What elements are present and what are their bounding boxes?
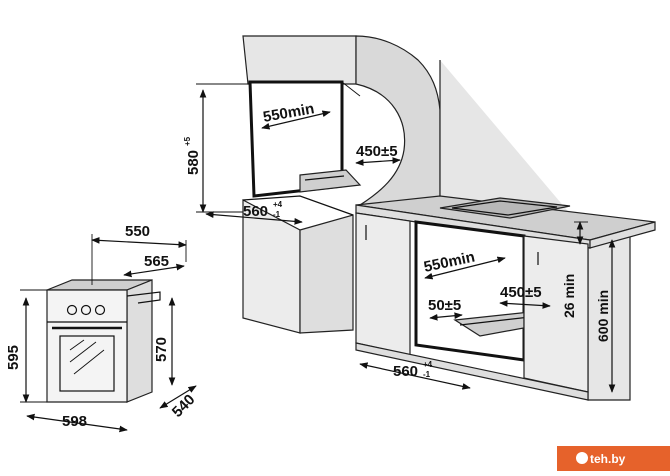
column-niche-width-tol-down: -1 <box>273 210 281 219</box>
counter-gap-label: 50±5 <box>428 297 461 314</box>
oven-depth-label: 540 <box>169 391 199 421</box>
column-niche-width-tol-up: +4 <box>273 200 283 209</box>
watermark-text: teh.by <box>590 452 626 466</box>
counter-niche-width-tol-up: +4 <box>423 360 433 369</box>
oven-unit <box>46 279 161 403</box>
column-niche-width-label: 560 <box>243 203 268 220</box>
oven-top-depth-label: 550 <box>125 223 150 240</box>
counter-niche-width-tol-down: -1 <box>423 370 431 379</box>
counter-niche-width-label: 560 <box>393 363 418 380</box>
column-niche-height-label: 580 <box>185 150 202 175</box>
oven-body-height-label: 570 <box>153 337 170 362</box>
oven-width-label: 598 <box>62 413 87 430</box>
oven-height-label: 595 <box>5 345 22 370</box>
watermark: teh.by <box>557 446 670 471</box>
watermark-logo-icon <box>576 452 588 464</box>
oven-knob-icon <box>66 304 78 316</box>
counter-top-gap-label: 26 min <box>561 274 577 318</box>
column-vent-depth-label: 450±5 <box>356 143 398 160</box>
oven-knob-icon <box>94 304 106 316</box>
counter-niche-height-label: 600 min <box>595 290 611 342</box>
oven-inner-depth-label: 565 <box>144 253 169 270</box>
column-niche-height-tol: +5 <box>183 136 192 146</box>
counter-vent-depth-label: 450±5 <box>500 284 542 301</box>
oven-knob-icon <box>80 304 92 316</box>
